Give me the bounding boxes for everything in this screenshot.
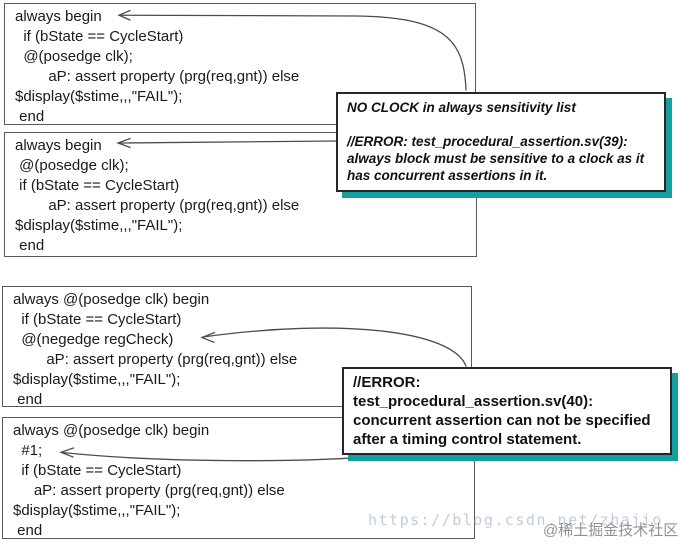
- text-line: //ERROR: test_procedural_assertion.sv(39…: [347, 134, 628, 149]
- text-line: aP: assert property (prg(req,gnt)) else: [13, 482, 285, 499]
- text-line: $display($stime,,,"FAIL");: [13, 502, 181, 519]
- watermark-community-badge: @稀土掘金技术社区: [543, 522, 679, 539]
- text-line: always begin: [15, 8, 102, 25]
- text-line: @(posedge clk);: [15, 157, 129, 174]
- text-line: NO CLOCK in always sensitivity list: [347, 100, 576, 115]
- text-line: @(negedge regCheck): [13, 331, 174, 348]
- text-line: $display($stime,,,"FAIL");: [15, 217, 183, 234]
- text-line: always @(posedge clk) begin: [13, 422, 210, 439]
- text-line: always block must be sensitive to a cloc…: [347, 151, 645, 166]
- text-line: $display($stime,,,"FAIL");: [15, 88, 183, 105]
- text-line: aP: assert property (prg(req,gnt)) else: [15, 197, 300, 214]
- text-line: end: [13, 522, 43, 539]
- text-line: #1;: [13, 442, 43, 459]
- watermark-url: https://blog.csdn.net/zhajio: [368, 511, 663, 529]
- text-line: [347, 116, 655, 133]
- text-line: always @(posedge clk) begin: [13, 291, 210, 308]
- text-line: concurrent assertion can not be specifie…: [353, 412, 651, 429]
- error-callout-no-clock: NO CLOCK in always sensitivity list //ER…: [336, 92, 666, 192]
- text-line: always begin: [15, 137, 102, 154]
- text-line: $display($stime,,,"FAIL");: [13, 371, 181, 388]
- text-line: after a timing control statement.: [353, 431, 582, 448]
- text-line: if (bState == CycleStart): [15, 177, 180, 194]
- error-callout-timing-control: //ERROR: test_procedural_assertion.sv(40)…: [342, 367, 672, 455]
- text-line: aP: assert property (prg(req,gnt)) else: [15, 68, 300, 85]
- text-line: test_procedural_assertion.sv(40):: [353, 393, 594, 410]
- text-line: @(posedge clk);: [15, 48, 133, 65]
- text-line: end: [13, 391, 43, 408]
- text-line: if (bState == CycleStart): [13, 311, 182, 328]
- text-line: has concurrent assertions in it.: [347, 168, 548, 183]
- text-line: if (bState == CycleStart): [13, 462, 182, 479]
- text-line: //ERROR:: [353, 374, 421, 391]
- text-line: end: [15, 237, 45, 254]
- text-line: end: [15, 108, 45, 125]
- text-line: if (bState == CycleStart): [15, 28, 184, 45]
